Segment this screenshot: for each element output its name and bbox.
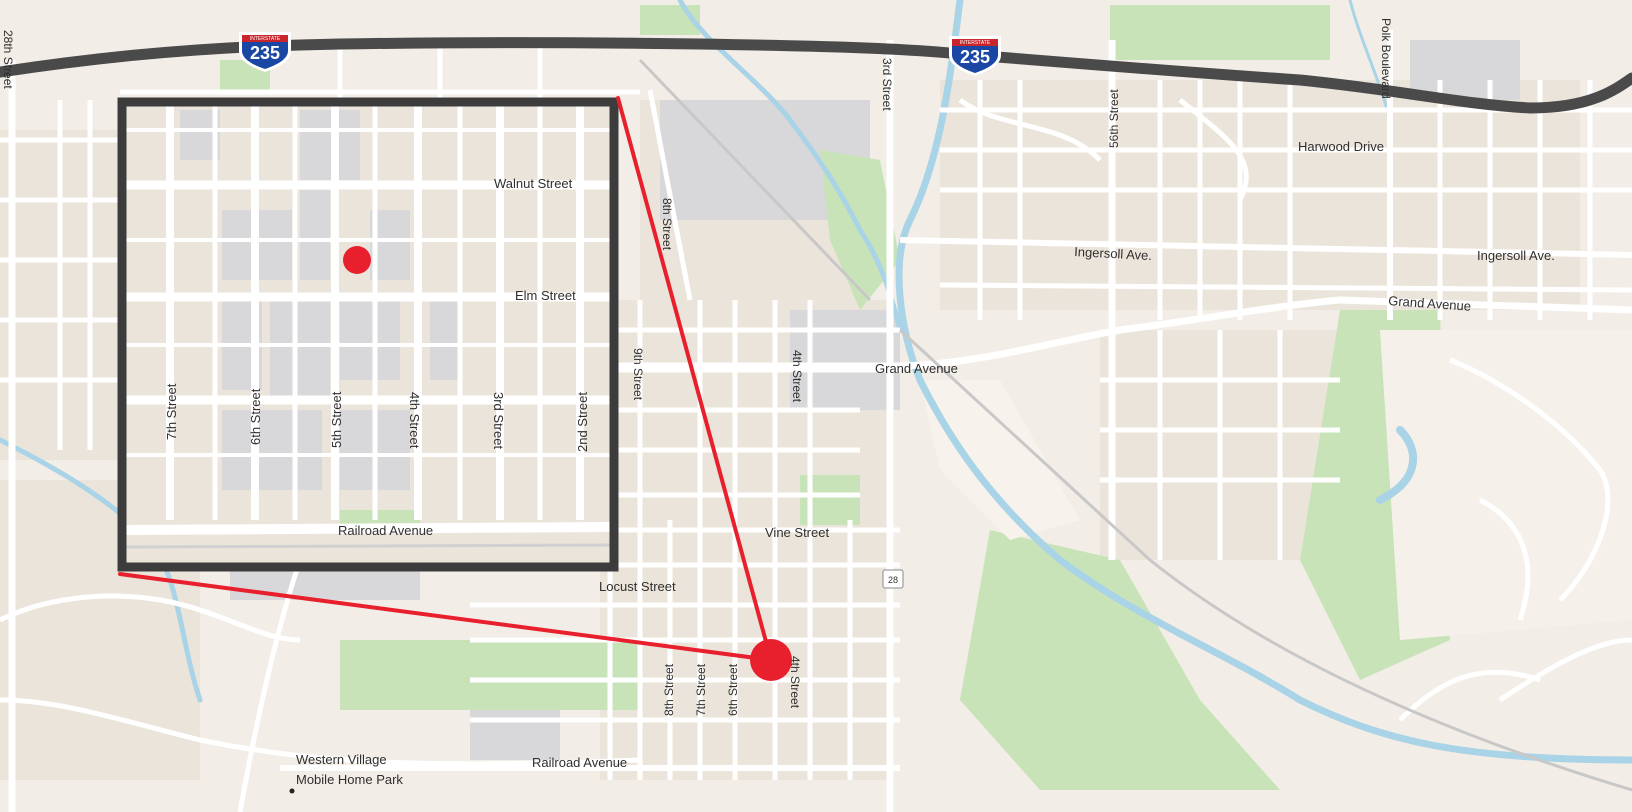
inset-street-label: 6th Street [248, 388, 263, 445]
map-labels: 28th Street 8th Street 3rd Street 56th S… [1, 18, 1555, 794]
open-area [920, 380, 1080, 540]
shield-label: INTERSTATE [960, 40, 991, 46]
inset-border [117, 97, 619, 572]
inset-street-label: Railroad Avenue [338, 523, 433, 538]
interstate-shield: INTERSTATE 235 [949, 36, 1001, 76]
inset-street-label: 4th Street [407, 392, 422, 449]
park-area [960, 530, 1280, 790]
place-dot [289, 788, 295, 794]
route-number: 28 [888, 575, 898, 585]
street-label: Grand Avenue [875, 361, 958, 376]
street-label: Ingersoll Ave. [1477, 248, 1555, 263]
park-area [340, 640, 640, 710]
inset-street-label: 5th Street [329, 391, 344, 448]
inset-street-label: Elm Street [515, 288, 576, 303]
street-label: 56th Street [1107, 89, 1121, 148]
open-area [1380, 330, 1632, 640]
shield-number: 235 [250, 43, 280, 63]
street-label: Ingersoll Ave. [1074, 244, 1152, 263]
street-label: Harwood Drive [1298, 139, 1384, 154]
inset-labels: Walnut Street Elm Street 7th Street 6th … [164, 176, 590, 538]
interstate-235 [0, 37, 1632, 114]
interstate-shield: INTERSTATE 235 [239, 32, 291, 72]
street-label: 8th Street [662, 663, 676, 716]
inset-street-label: 3rd Street [491, 392, 506, 449]
place-label: Mobile Home Park [296, 772, 403, 787]
inset-connector-lines [118, 96, 773, 662]
street-label: 9th Street [631, 348, 645, 401]
street-label: 6th Street [726, 663, 740, 716]
street-label: Vine Street [765, 525, 829, 540]
park-area [1110, 5, 1330, 60]
industrial-area [1410, 40, 1520, 100]
inset-street-label: 2nd Street [575, 392, 590, 452]
street-label: 8th Street [660, 198, 674, 251]
inset-location-marker[interactable] [343, 246, 371, 274]
industrial-area [790, 310, 900, 410]
inset-street-label: 7th Street [164, 383, 179, 440]
place-label: Western Village [296, 752, 387, 767]
inset-street-label: Walnut Street [494, 176, 573, 191]
shield-label: INTERSTATE [250, 36, 281, 42]
land-use-layer [0, 5, 1632, 790]
street-label: 4th Street [790, 350, 804, 403]
shield-number: 235 [960, 47, 990, 67]
location-marker[interactable] [750, 639, 792, 681]
street-label: 3rd Street [880, 58, 894, 111]
street-label: Railroad Avenue [532, 755, 627, 770]
inset-map: Walnut Street Elm Street 7th Street 6th … [117, 97, 619, 572]
street-label: Grand Avenue [1388, 293, 1472, 314]
street-label: 28th Street [1, 30, 15, 89]
street-label: 7th Street [694, 663, 708, 716]
street-label: Locust Street [599, 579, 676, 594]
street-label: 4th Street [788, 656, 802, 709]
street-label: Polk Boulevard [1379, 18, 1393, 99]
route-shield: 28 [882, 569, 904, 589]
